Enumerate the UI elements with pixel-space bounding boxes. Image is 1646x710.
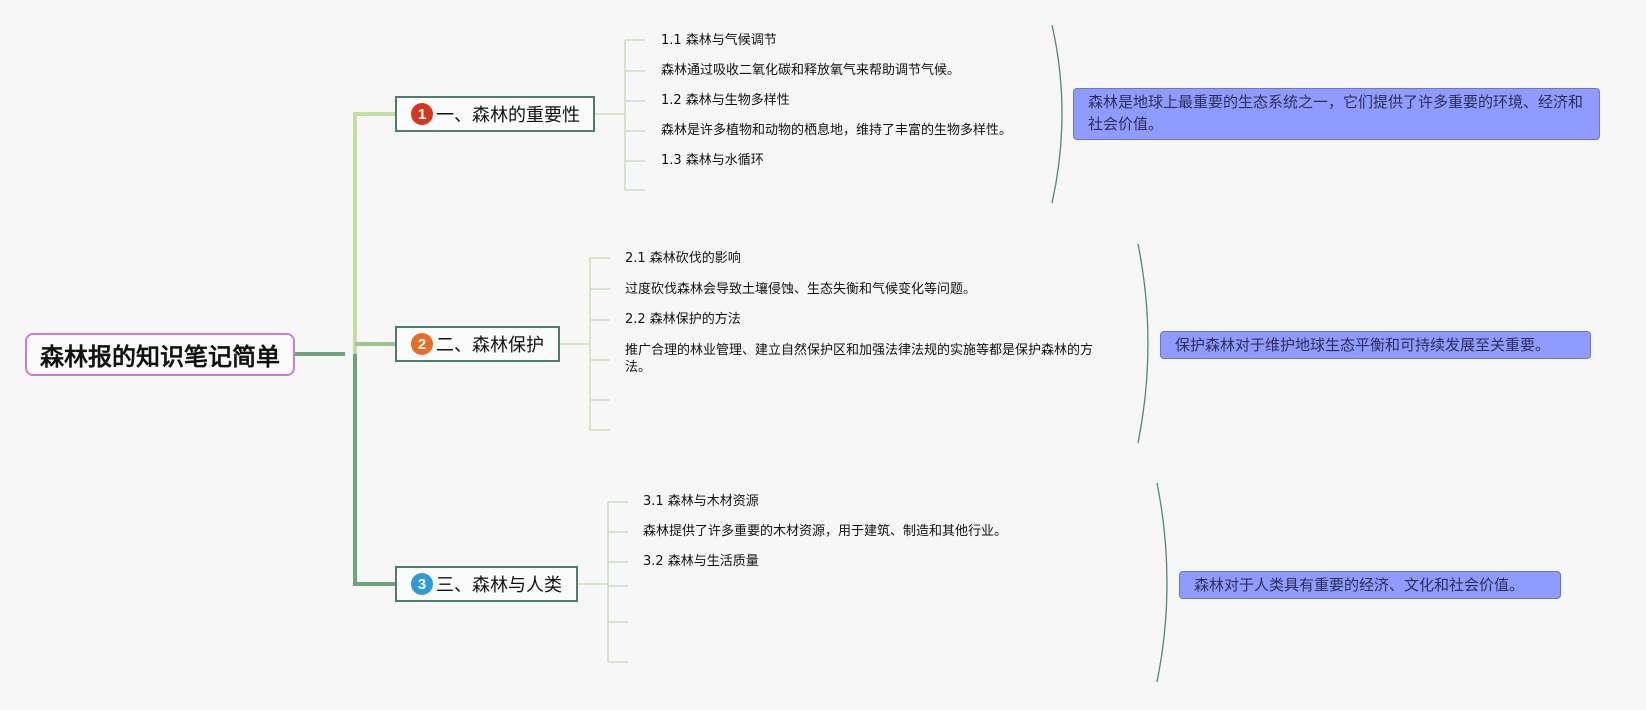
priority-2-icon: 2 — [411, 333, 433, 355]
note-item[interactable]: 森林通过吸收二氧化碳和释放氧气来帮助调节气候。 — [661, 63, 961, 78]
priority-3-icon: 3 — [411, 573, 433, 595]
root-title: 森林报的知识笔记简单 — [40, 343, 280, 371]
note-item[interactable]: 森林是许多植物和动物的栖息地，维持了丰富的生物多样性。 — [661, 123, 1013, 138]
summary-braces — [1051, 24, 1168, 683]
topic-importance[interactable]: 1 一、森林的重要性 — [395, 96, 595, 132]
priority-1-icon: 1 — [411, 103, 433, 125]
topic-title: 三、森林与人类 — [436, 575, 562, 596]
note-item[interactable]: 森林提供了许多重要的木材资源，用于建筑、制造和其他行业。 — [643, 524, 1008, 539]
note-item[interactable]: 过度砍伐森林会导致土壤侵蚀、生态失衡和气候变化等问题。 — [625, 282, 977, 297]
root-topic[interactable]: 森林报的知识笔记简单 — [25, 333, 295, 376]
branch-3-leaf-lines — [578, 501, 628, 663]
note-item[interactable]: 1.2 森林与生物多样性 — [661, 93, 790, 108]
main-branch-lines — [295, 112, 395, 586]
branch-1-leaf-lines — [595, 39, 645, 191]
branch-2-leaf-lines — [560, 257, 610, 431]
note-item[interactable]: 2.1 森林砍伐的影响 — [625, 251, 741, 266]
topic-title: 二、森林保护 — [436, 335, 544, 356]
summary-note-2[interactable]: 保护森林对于维护地球生态平衡和可持续发展至关重要。 — [1160, 331, 1591, 359]
note-item[interactable]: 2.2 森林保护的方法 — [625, 312, 741, 327]
summary-note-3[interactable]: 森林对于人类具有重要的经济、文化和社会价值。 — [1179, 571, 1561, 599]
note-item[interactable]: 推广合理的林业管理、建立自然保护区和加强法律法规的实施等都是保护森林的方法。 — [625, 343, 1094, 375]
summary-note-1[interactable]: 森林是地球上最重要的生态系统之一，它们提供了许多重要的环境、经济和社会价值。 — [1073, 88, 1600, 140]
note-item[interactable]: 1.1 森林与气候调节 — [661, 33, 777, 48]
topic-title: 一、森林的重要性 — [436, 105, 580, 126]
topic-humans[interactable]: 3 三、森林与人类 — [395, 566, 578, 602]
note-item[interactable]: 3.2 森林与生活质量 — [643, 554, 759, 569]
note-item[interactable]: 1.3 森林与水循环 — [661, 153, 764, 168]
topic-protection[interactable]: 2 二、森林保护 — [395, 326, 560, 362]
note-item[interactable]: 3.1 森林与木材资源 — [643, 494, 759, 509]
